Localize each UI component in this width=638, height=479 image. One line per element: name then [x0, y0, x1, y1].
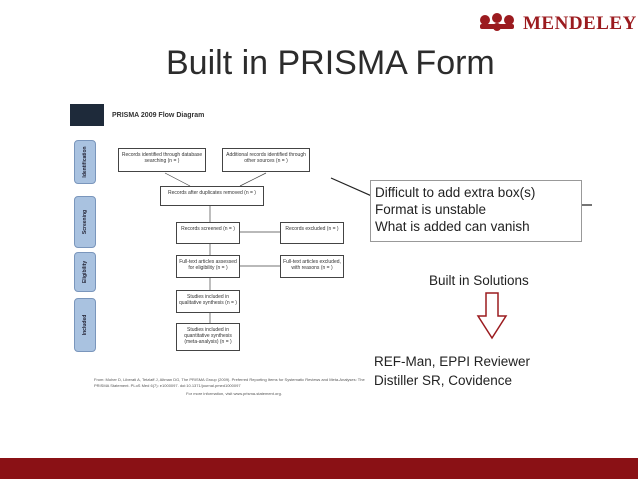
logo-text: MENDELEY [523, 13, 637, 34]
phase-screening: Screening [74, 196, 96, 248]
more-info-text: For more information, visit www.prisma-s… [186, 391, 282, 396]
mendeley-logo-icon [480, 13, 514, 31]
prisma-box-fulltext-assessed: Full-text articles assessed for eligibil… [176, 255, 240, 278]
prisma-box-records-identified: Records identified through database sear… [118, 148, 206, 172]
issues-callout: Difficult to add extra box(s) Format is … [370, 180, 582, 242]
phase-included: Included [74, 298, 96, 352]
footer-bar [0, 458, 638, 479]
prisma-box-records-excluded: Records excluded (n = ) [280, 222, 344, 244]
phase-identification: Identification [74, 140, 96, 184]
prisma-box-additional-records: Additional records identified through ot… [222, 148, 310, 172]
prisma-box-duplicates-removed: Records after duplicates removed (n = ) [160, 186, 264, 206]
down-arrow-icon [476, 292, 508, 340]
callout-line: What is added can vanish [375, 219, 530, 234]
solution-line: REF-Man, EPPI Reviewer [374, 354, 531, 369]
phase-eligibility: Eligibility [74, 252, 96, 292]
solution-line: Distiller SR, Covidence [374, 373, 513, 388]
prisma-box-quantitative: Studies included in quantitative synthes… [176, 323, 240, 351]
solutions-list: REF-Man, EPPI Reviewer Distiller SR, Cov… [374, 352, 530, 390]
citation-text: From: Moher D, Liberati A, Tetzlaff J, A… [94, 377, 365, 388]
diagram-header-bar [70, 104, 104, 126]
slide-title: Built in PRISMA Form [166, 44, 495, 82]
diagram-citation: From: Moher D, Liberati A, Tetzlaff J, A… [94, 377, 374, 397]
prisma-box-qualitative: Studies included in qualitative synthesi… [176, 290, 240, 313]
mendeley-logo: MENDELEY [477, 13, 637, 35]
callout-line: Difficult to add extra box(s) [375, 185, 536, 200]
callout-line: Format is unstable [375, 202, 487, 217]
prisma-box-records-screened: Records screened (n = ) [176, 222, 240, 244]
diagram-title: PRISMA 2009 Flow Diagram [112, 112, 205, 119]
prisma-box-fulltext-excluded: Full-text articles excluded, with reason… [280, 255, 344, 278]
built-in-solutions-label: Built in Solutions [429, 273, 529, 288]
